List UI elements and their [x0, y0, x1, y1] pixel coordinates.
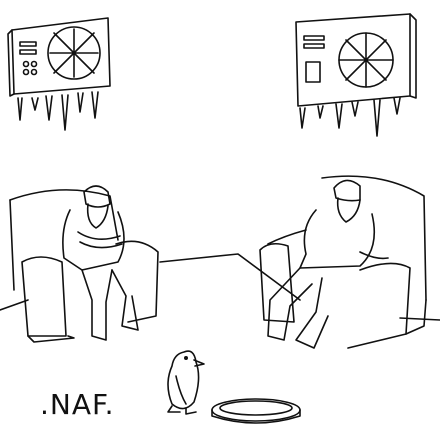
left-armchair-icon — [9, 189, 159, 343]
right-person-icon — [267, 179, 389, 349]
icicle-icon — [17, 91, 99, 131]
right-armchair-icon — [259, 175, 427, 349]
floor-line — [0, 253, 440, 321]
right-air-conditioner-icon — [295, 13, 417, 137]
artist-signature: .NAF. — [40, 388, 115, 421]
left-air-conditioner-icon — [7, 17, 111, 131]
ice-hole-icon — [211, 398, 301, 424]
icicle-icon — [299, 97, 401, 137]
left-person-icon — [62, 185, 139, 341]
penguin-icon — [167, 350, 205, 415]
